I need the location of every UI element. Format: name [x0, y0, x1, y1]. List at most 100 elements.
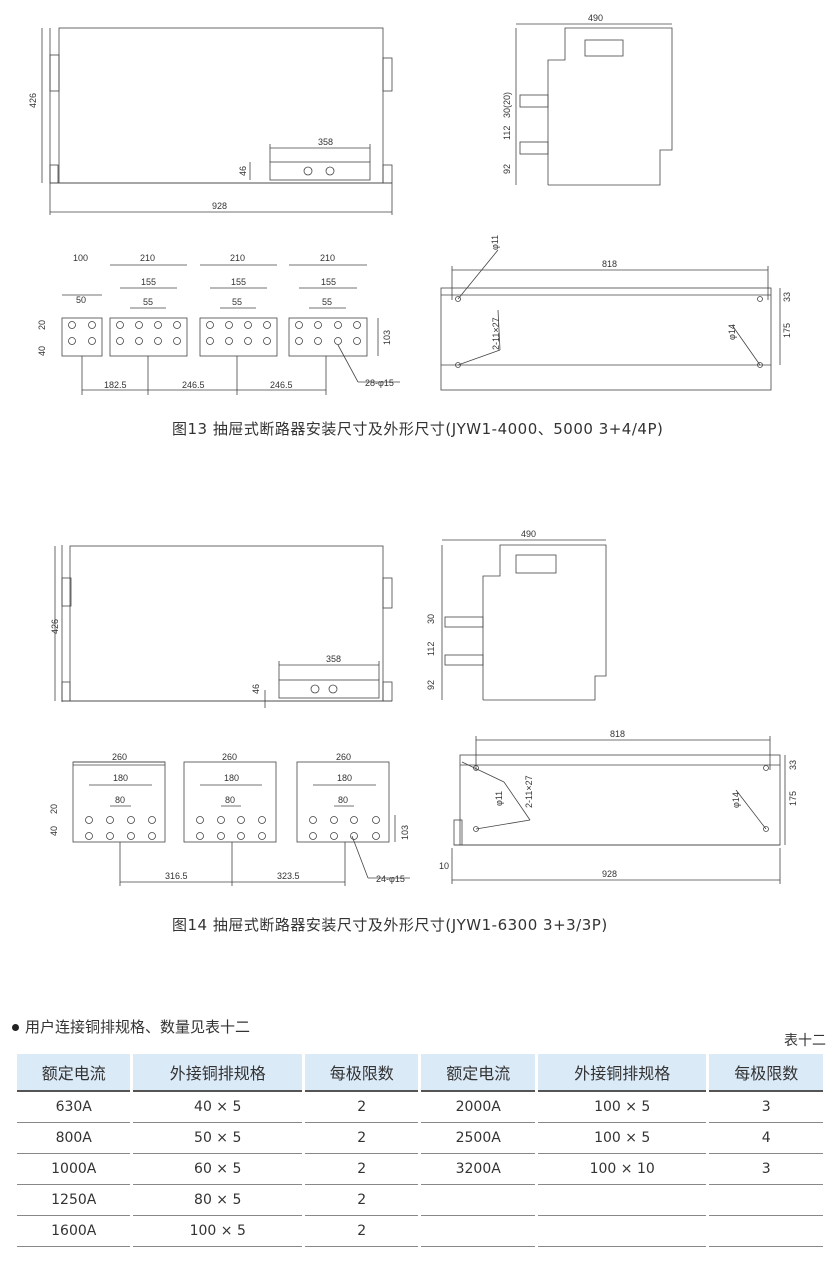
dim-928-b: 928 [602, 869, 617, 879]
note-text: 用户连接铜排规格、数量见表十二 [25, 1018, 251, 1036]
table-cell [709, 1216, 823, 1247]
table-row: 1600A 100 × 5 2 [17, 1216, 823, 1247]
holes-24: 24-φ15 [376, 874, 405, 884]
table-cell: 2 [304, 1216, 419, 1247]
bullet-icon [12, 1024, 19, 1031]
dim-30: 30 [426, 614, 436, 624]
table-cell: 60 × 5 [133, 1154, 302, 1185]
table-row: 630A 40 × 5 2 2000A 100 × 5 3 [17, 1090, 823, 1123]
dim-33-b: 33 [788, 760, 798, 770]
dim-80-b: 80 [225, 795, 235, 805]
header-cell: 每极限数 [709, 1054, 823, 1090]
fig14-front-view [54, 545, 393, 708]
table-cell: 800A [17, 1123, 131, 1154]
table-row: 1250A 80 × 5 2 [17, 1185, 823, 1216]
dim-slot: 2-11×27 [491, 317, 501, 350]
table-cell [537, 1185, 707, 1216]
dim-490-b: 490 [521, 529, 536, 539]
table-cell: 80 × 5 [133, 1185, 302, 1216]
dim-818: 818 [602, 259, 617, 269]
dim-260-c: 260 [336, 752, 351, 762]
dim-490: 490 [588, 13, 603, 23]
table-cell: 1250A [17, 1185, 131, 1216]
dim-50: 50 [76, 295, 86, 305]
table-row: 1000A 60 × 5 2 3200A 100 × 10 3 [17, 1154, 823, 1185]
table-cell: 2 [304, 1123, 419, 1154]
dim-phi14-b: φ14 [731, 792, 741, 808]
header-cell: 额定电流 [17, 1054, 131, 1090]
table-cell: 3 [709, 1154, 823, 1185]
header-cell: 外接铜排规格 [537, 1054, 707, 1090]
dim-112: 112 [502, 126, 512, 140]
dim-180-a: 180 [113, 773, 128, 783]
dim-phi11-b: φ11 [494, 791, 504, 806]
fig13-holes [68, 321, 361, 345]
dim-175-b: 175 [788, 791, 798, 806]
table-cell: 3200A [421, 1154, 535, 1185]
dim-358-b: 358 [326, 654, 341, 664]
dim-928: 928 [212, 201, 227, 211]
dim-210-a: 210 [140, 253, 155, 263]
dim-260-b: 260 [222, 752, 237, 762]
table-cell: 2500A [421, 1123, 535, 1154]
dim-155-a: 155 [141, 277, 156, 287]
dim-103-b: 103 [400, 825, 410, 840]
table-cell [421, 1185, 535, 1216]
dim-phi11: φ11 [490, 235, 500, 250]
dim-155-c: 155 [321, 277, 336, 287]
dim-20: 20 [37, 320, 47, 330]
dim-155-b: 155 [231, 277, 246, 287]
dim-80-a: 80 [115, 795, 125, 805]
dim-180-b: 180 [224, 773, 239, 783]
dim-40-b: 40 [49, 826, 59, 836]
dim-30-20: 30(20) [502, 92, 512, 118]
fig13-caption: 图13 抽屉式断路器安装尺寸及外形尺寸(JYW1-4000、5000 3+4/4… [172, 420, 664, 438]
dim-246-5-a: 246.5 [182, 380, 205, 390]
dim-46: 46 [238, 166, 248, 176]
table-cell: 1000A [17, 1154, 131, 1185]
fig13-bottom-view [440, 249, 781, 391]
dim-175: 175 [782, 323, 792, 338]
dim-180-c: 180 [337, 773, 352, 783]
table-cell: 630A [17, 1090, 131, 1123]
copper-bar-note: 用户连接铜排规格、数量见表十二 [12, 1016, 250, 1037]
dim-slot-b: 2-11×27 [524, 775, 534, 808]
dim-92-b: 92 [426, 680, 436, 690]
fig14-bottom-view [451, 736, 786, 884]
dim-55-a: 55 [143, 297, 153, 307]
holes-28: 28-φ15 [365, 378, 394, 388]
fig13-busbar-view [61, 264, 400, 395]
dim-260-a: 260 [112, 752, 127, 762]
table-row: 800A 50 × 5 2 2500A 100 × 5 4 [17, 1123, 823, 1154]
copper-bar-table: 额定电流 外接铜排规格 每极限数 额定电流 外接铜排规格 每极限数 630A 4… [14, 1054, 826, 1247]
dim-316-5: 316.5 [165, 871, 188, 881]
fig13-front-view [41, 27, 393, 215]
header-cell: 额定电流 [421, 1054, 535, 1090]
dim-92: 92 [502, 164, 512, 174]
dim-phi14: φ14 [727, 324, 737, 340]
dim-426: 426 [28, 93, 38, 108]
dim-323-5: 323.5 [277, 871, 300, 881]
table-cell [709, 1185, 823, 1216]
table-cell: 2000A [421, 1090, 535, 1123]
table-cell: 2 [304, 1185, 419, 1216]
table-cell: 2 [304, 1090, 419, 1123]
drawings: 426 358 46 928 490 30(20) 112 92 [28, 13, 798, 886]
dim-55-b: 55 [232, 297, 242, 307]
fig13-side-view [515, 23, 673, 186]
dim-55-c: 55 [322, 297, 332, 307]
table-cell [421, 1216, 535, 1247]
table-cell: 100 × 10 [537, 1154, 707, 1185]
table-cell: 100 × 5 [537, 1090, 707, 1123]
table-cell: 4 [709, 1123, 823, 1154]
table-cell: 40 × 5 [133, 1090, 302, 1123]
dim-40: 40 [37, 346, 47, 356]
dim-426-b: 426 [50, 619, 60, 634]
table-cell: 50 × 5 [133, 1123, 302, 1154]
dim-210-c: 210 [320, 253, 335, 263]
table-cell: 100 × 5 [133, 1216, 302, 1247]
dim-20-b: 20 [49, 804, 59, 814]
dim-246-5-b: 246.5 [270, 380, 293, 390]
dim-358: 358 [318, 137, 333, 147]
table-header-row: 额定电流 外接铜排规格 每极限数 额定电流 外接铜排规格 每极限数 [17, 1054, 823, 1090]
